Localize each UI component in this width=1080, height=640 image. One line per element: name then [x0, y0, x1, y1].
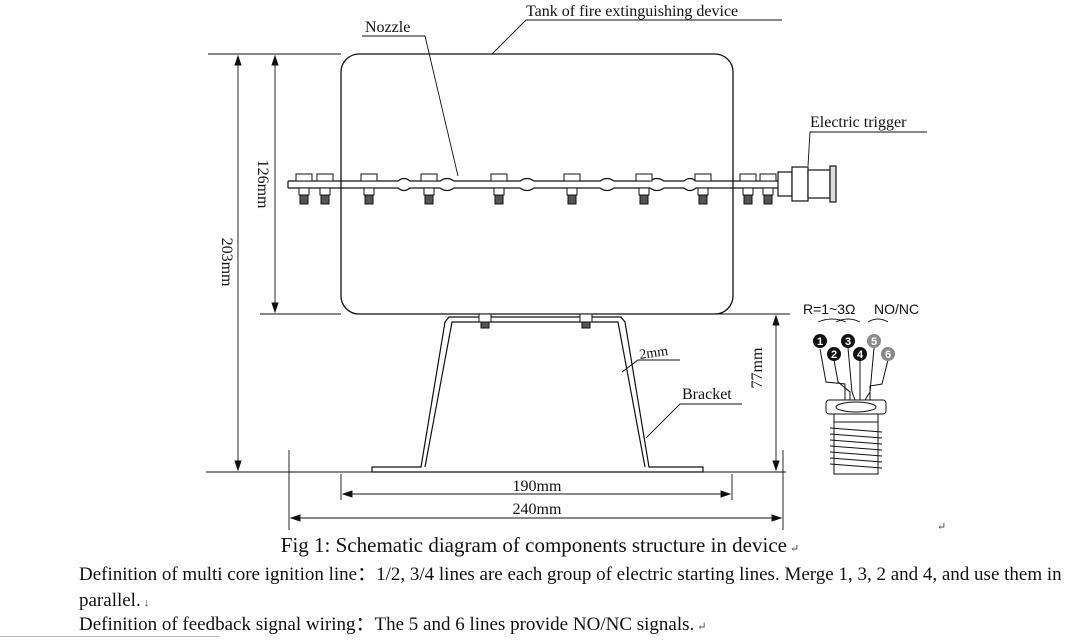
nozzle-unit [360, 173, 378, 205]
pin-6 [881, 347, 895, 361]
return-mark: ↵ [937, 521, 946, 533]
pin-3-label: 3 [845, 336, 851, 348]
pin-circles [813, 334, 895, 361]
leader-lines [362, 19, 927, 439]
nozzle-pipe [287, 177, 800, 192]
nozzle-unit [739, 173, 757, 205]
nozzle-unit [420, 173, 438, 205]
bottom-rule [0, 636, 220, 637]
dim-2mm: 2mm [638, 344, 669, 363]
nozzle-unit [635, 173, 653, 205]
bracket-label: Bracket [682, 386, 732, 403]
wires [819, 347, 889, 401]
figure-caption: Fig 1: Schematic diagram of components s… [280, 533, 800, 557]
electric-trigger [777, 165, 837, 203]
dim-203mm: 203mm [218, 238, 235, 287]
pin-4 [853, 347, 867, 361]
extension-lines [206, 53, 790, 530]
ignition-line-definition: Definition of multi core ignition line：1… [79, 564, 1062, 611]
resistance-label: R=1~3Ω [803, 301, 856, 317]
dim-77mm: 77mm [749, 347, 766, 388]
pin-3 [841, 334, 855, 348]
nozzle-label: Nozzle [365, 19, 410, 36]
nozzle-unit [295, 173, 313, 205]
dim-126mm: 126mm [254, 160, 271, 209]
horizontal-dimensions [289, 490, 783, 522]
signal-label: NO/NC [874, 301, 919, 317]
connector-plug [825, 399, 887, 423]
nozzle-unit [316, 173, 334, 205]
dim-190mm: 190mm [513, 478, 562, 495]
bracket-bolts [478, 313, 593, 329]
trigger-wiring-inset: R=1~3Ω NO/NC 1 2 3 4 5 6 [803, 301, 919, 475]
pin-1 [813, 334, 827, 348]
pin-2-label: 2 [831, 349, 837, 361]
pin-5-label: 5 [871, 336, 877, 348]
pin-5 [867, 334, 881, 348]
nozzle-unit [694, 173, 712, 205]
dim-240mm: 240mm [513, 501, 562, 518]
pin-2 [827, 347, 841, 361]
tank-body [340, 53, 734, 315]
wire-brackets [817, 318, 889, 323]
tank-label: Tank of fire extinguishing device [526, 3, 738, 20]
feedback-wiring-definition: Definition of feedback signal wiring：The… [79, 614, 707, 635]
threaded-body [829, 421, 883, 475]
pin-6-label: 6 [885, 349, 891, 361]
pin-4-label: 4 [857, 349, 864, 361]
vertical-dimensions [234, 54, 780, 472]
nozzle-unit [490, 173, 508, 205]
nozzle-unit [563, 173, 581, 205]
electric-trigger-label: Electric trigger [810, 114, 907, 131]
nozzle-unit [759, 173, 777, 205]
bracket [371, 316, 704, 473]
nozzle-units [295, 173, 777, 205]
pin-1-label: 1 [817, 336, 823, 348]
